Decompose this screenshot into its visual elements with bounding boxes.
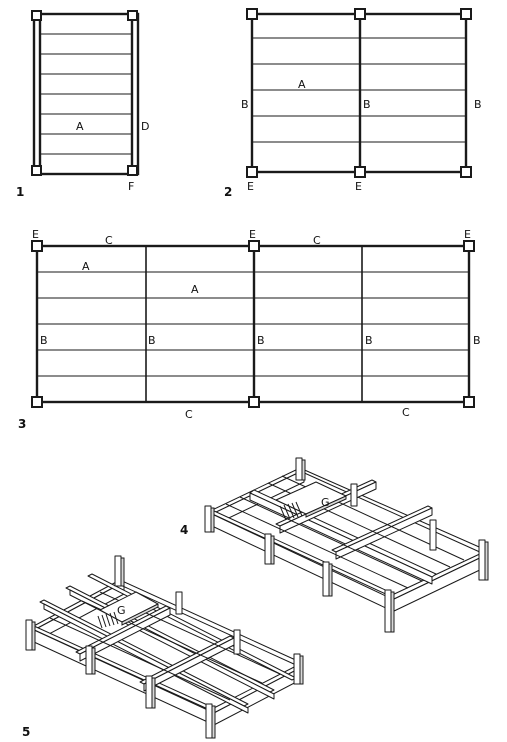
fig2-label-beam: B: [363, 98, 371, 111]
fig3-label-post: E: [32, 228, 39, 241]
fig3-post: [31, 396, 43, 408]
fig4-panel-hatch: [279, 501, 303, 521]
fig3-label-beam: B: [473, 334, 481, 347]
fig2-post: [460, 8, 472, 20]
fig3-post: [463, 240, 475, 252]
figure-2: A B B B E E 2: [224, 8, 482, 199]
fig4-number: 4: [180, 523, 188, 537]
fig4-cross-beam: [331, 505, 433, 553]
fig3-post: [248, 396, 260, 408]
fig3-label-beam: B: [365, 334, 373, 347]
fig3-post: [248, 240, 260, 252]
fig5-number: 5: [22, 725, 30, 739]
figure-5: G 5: [22, 555, 304, 739]
fig3-post: [31, 240, 43, 252]
fig2-post: [354, 166, 366, 178]
fig2-label-post: E: [247, 180, 254, 193]
fig3-label-beam: B: [257, 334, 265, 347]
fig3-label-post: E: [249, 228, 256, 241]
fig4-cross-beam: [335, 507, 433, 560]
fig1-post: [127, 165, 138, 176]
fig3-label-rim: C: [105, 234, 113, 247]
fig1-outer-frame: [32, 12, 140, 176]
fig3-label-deck: A: [191, 283, 199, 296]
fig1-label-post: F: [128, 180, 134, 193]
fig1-deck-boards: [40, 33, 132, 155]
fig3-label-rim: C: [402, 406, 410, 419]
fig2-number: 2: [224, 185, 232, 199]
fig2-post: [460, 166, 472, 178]
fig5-panel-edge: [121, 603, 159, 626]
fig3-label-rim: C: [185, 408, 193, 421]
fig5-cross-beam: [79, 607, 171, 662]
fig2-post: [246, 166, 258, 178]
fig5-runner: [43, 603, 249, 714]
fig4-panel-edge: [305, 495, 347, 518]
fig5-panel-hatch: [97, 611, 119, 629]
fig1-label-joist: D: [141, 120, 149, 133]
fig3-label-beam: B: [148, 334, 156, 347]
fig1-number: 1: [16, 185, 24, 199]
fig3-label-rim: C: [313, 234, 321, 247]
fig1-label-deck: A: [76, 120, 84, 133]
figure-1: A D F 1: [16, 10, 149, 199]
fig4-label-panel: G: [321, 496, 330, 509]
fig3-label-beam: B: [40, 334, 48, 347]
fig2-post: [246, 8, 258, 20]
fig1-post: [127, 10, 138, 21]
fig5-posts: [25, 555, 304, 739]
fig4-posts: [204, 457, 489, 633]
figure-4: G 4: [180, 457, 489, 633]
fig3-number: 3: [18, 417, 26, 431]
fig3-deck-boards: [37, 271, 469, 377]
fig2-label-beam: B: [474, 98, 482, 111]
fig2-label-post: E: [355, 180, 362, 193]
fig3-label-deck: A: [82, 260, 90, 273]
fig2-label-deck: A: [298, 78, 306, 91]
fig2-post: [354, 8, 366, 20]
fig3-post: [463, 396, 475, 408]
figure-3: E E E C C C C A A B B B B B 3: [18, 228, 481, 431]
fig2-label-beam: B: [241, 98, 249, 111]
fig1-post: [31, 165, 42, 176]
fig2-deck-boards: [252, 37, 466, 143]
fig1-post: [31, 10, 42, 21]
fig4-rim-beam: [211, 513, 391, 611]
fig3-label-post: E: [464, 228, 471, 241]
fig5-label-panel: G: [117, 604, 126, 617]
